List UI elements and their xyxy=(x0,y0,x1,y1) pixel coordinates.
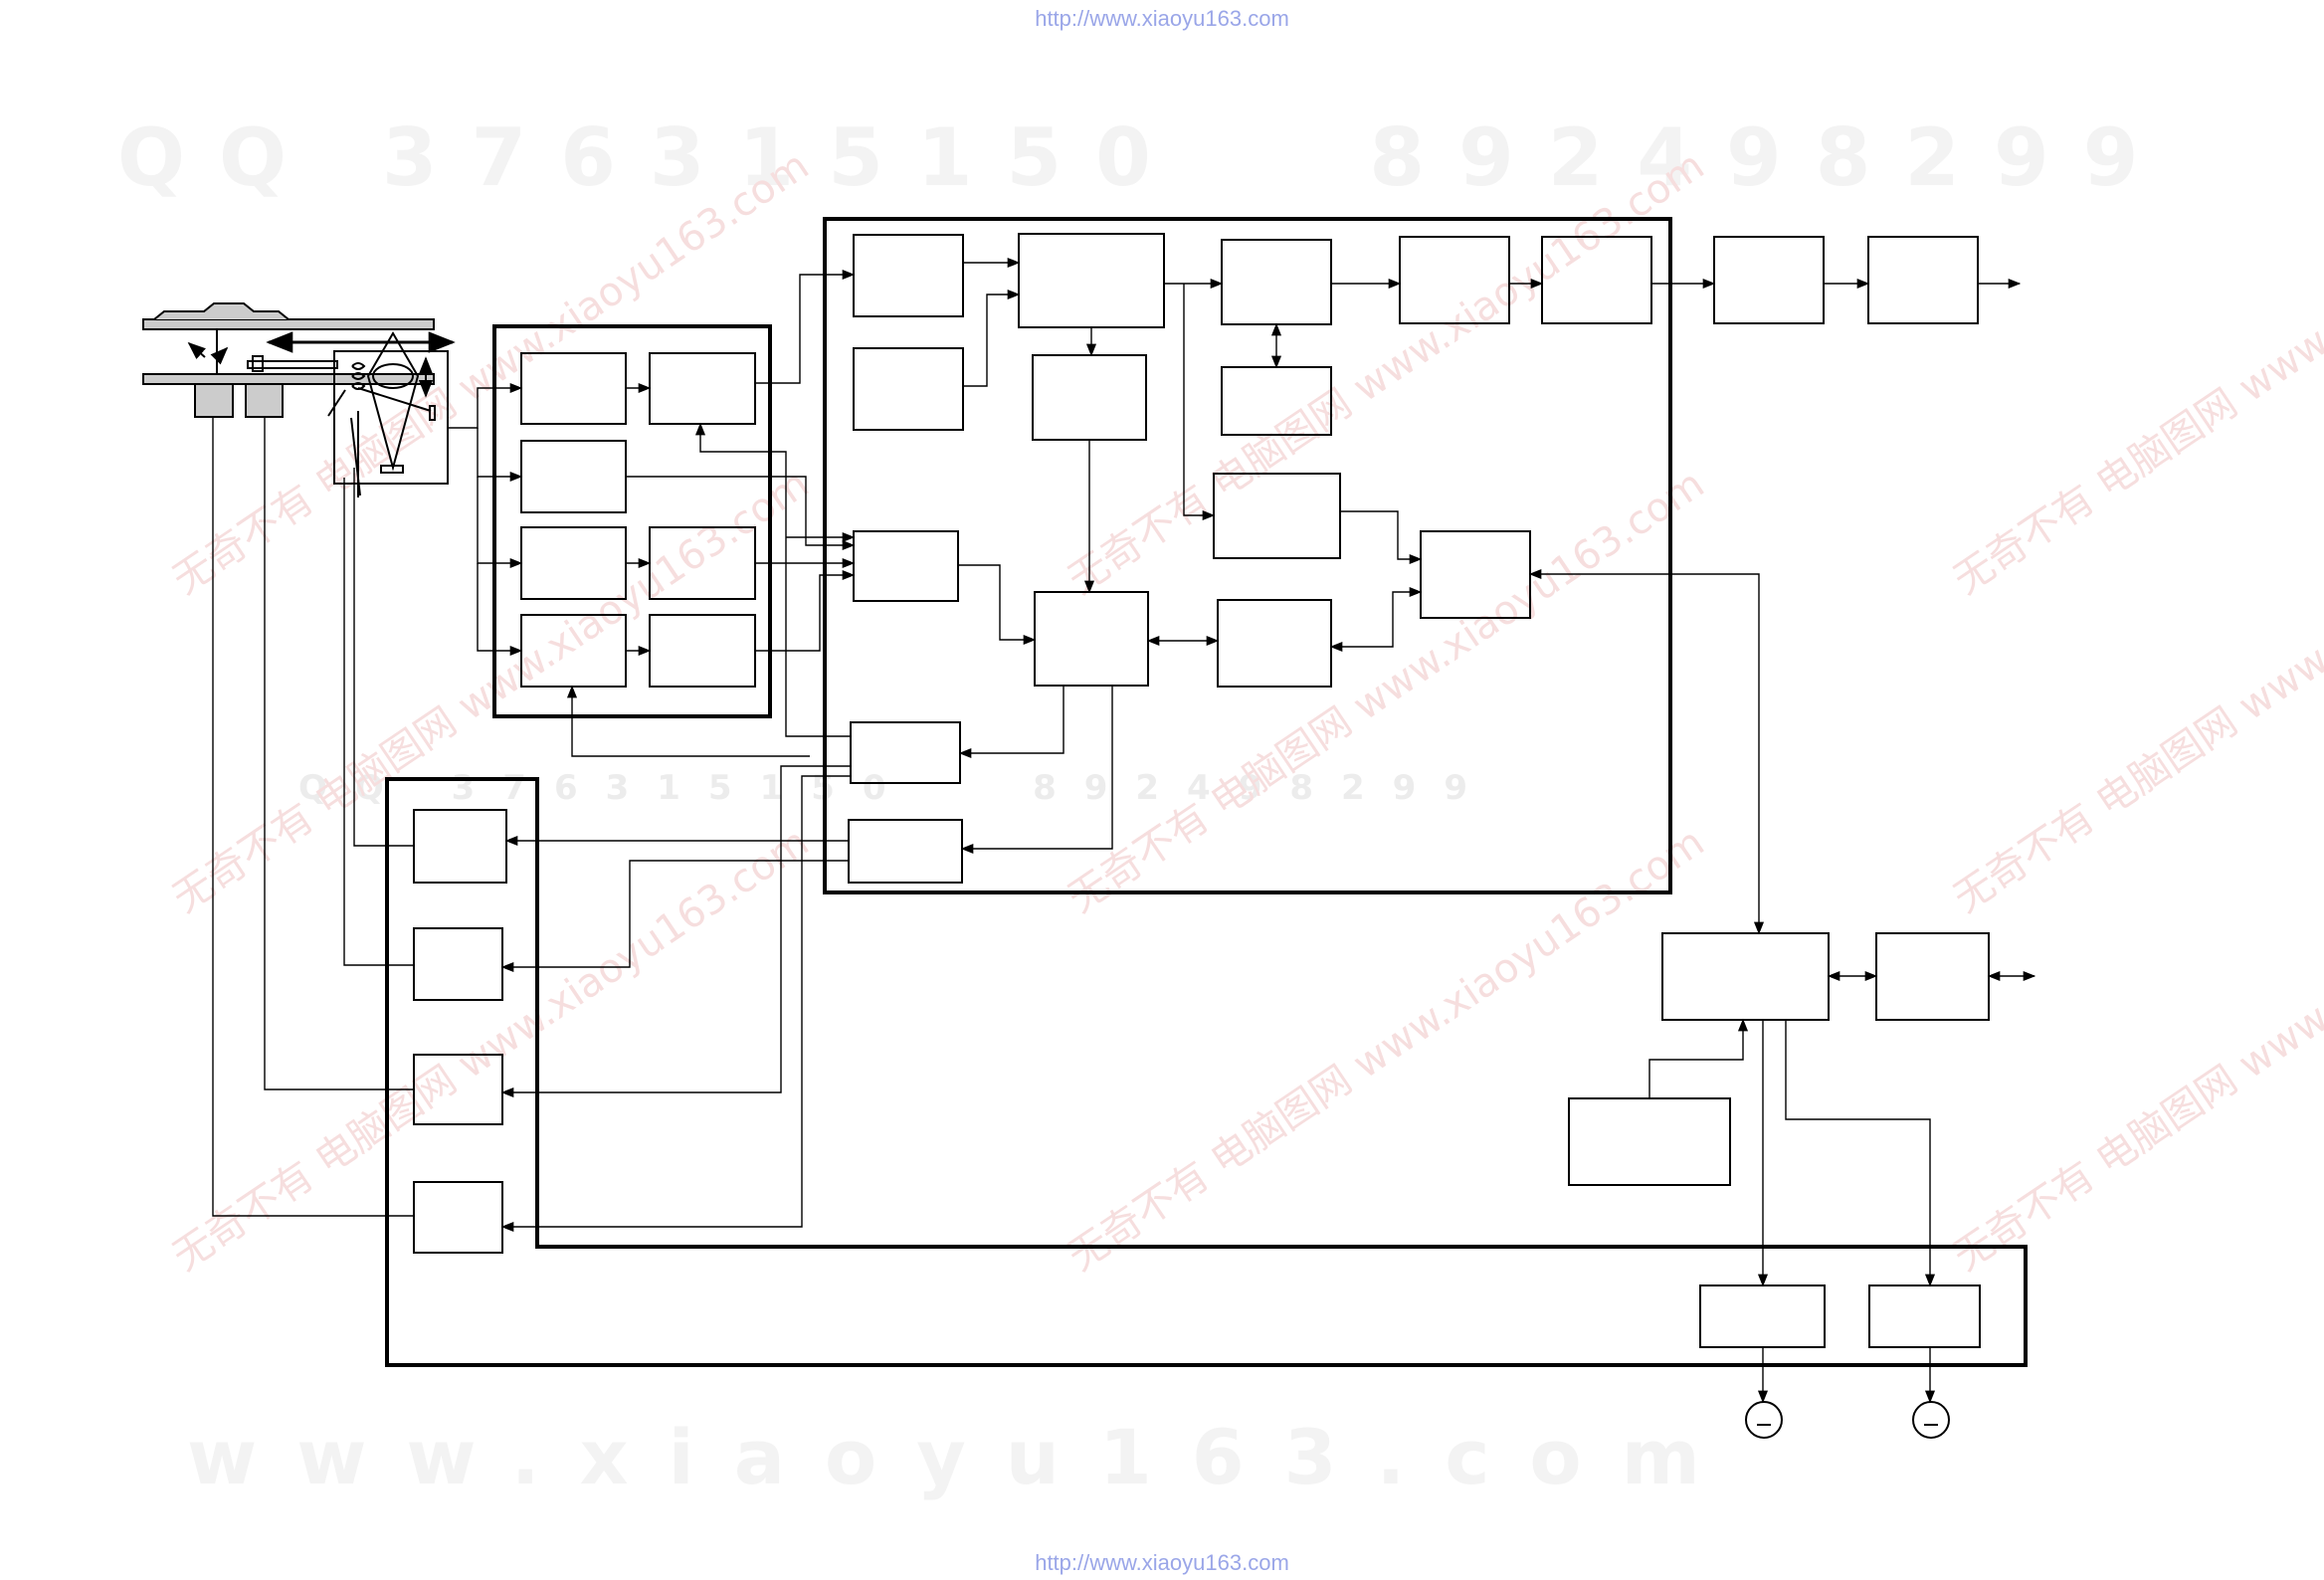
rf-block-7 xyxy=(649,614,756,688)
dsp-block-c xyxy=(1018,233,1165,328)
dsp-block-k xyxy=(1034,591,1149,687)
driver-block-1 xyxy=(1699,1284,1826,1348)
ctrl-block xyxy=(1661,932,1830,1021)
dsp-block-e xyxy=(1399,236,1510,324)
key-block xyxy=(1568,1097,1731,1186)
rf-block-3 xyxy=(520,440,627,513)
dsp-block-b xyxy=(853,347,964,431)
dsp-block-n xyxy=(850,721,961,784)
dsp-block-o xyxy=(848,819,963,884)
watermark-qq: QQ 376315150 892498299 xyxy=(117,111,2173,204)
rf-block-5 xyxy=(649,526,756,600)
footer-url[interactable]: http://www.xiaoyu163.com xyxy=(1035,1550,1289,1575)
motor-2 xyxy=(1912,1401,1950,1439)
header-url[interactable]: http://www.xiaoyu163.com xyxy=(1035,6,1289,31)
driver-block-2 xyxy=(1868,1284,1981,1348)
dsp-block-d xyxy=(1221,239,1332,325)
pickup-mechanism xyxy=(142,302,456,497)
servo-block-2 xyxy=(413,927,503,1001)
rf-block-6 xyxy=(520,614,627,688)
rf-block-2 xyxy=(649,352,756,425)
dsp-block-i xyxy=(1213,473,1341,559)
watermark-site: www.xiaoyu163.com xyxy=(187,1413,1740,1501)
motor-1 xyxy=(1745,1401,1783,1439)
dsp-block-g xyxy=(1032,354,1147,441)
servo-block-3 xyxy=(413,1054,503,1125)
watermark-qq-mid: QQ 376315150 892498299 xyxy=(298,768,1495,808)
dsp-block-l xyxy=(1217,599,1332,688)
dsp-block-a xyxy=(853,234,964,317)
frame-dsp-section xyxy=(823,217,1672,894)
rf-block-4 xyxy=(520,526,627,600)
frame-rf-section xyxy=(492,324,772,718)
dsp-block-j xyxy=(853,530,959,602)
servo-block-1 xyxy=(413,809,507,884)
out-block-2 xyxy=(1867,236,1979,324)
frame-servo-section xyxy=(385,777,2028,1367)
servo-block-4 xyxy=(413,1181,503,1254)
rf-block-1 xyxy=(520,352,627,425)
ctrl-io-block xyxy=(1875,932,1990,1021)
out-block-1 xyxy=(1713,236,1825,324)
dsp-block-f xyxy=(1541,236,1652,324)
dsp-block-m xyxy=(1420,530,1531,619)
dsp-block-h xyxy=(1221,366,1332,436)
